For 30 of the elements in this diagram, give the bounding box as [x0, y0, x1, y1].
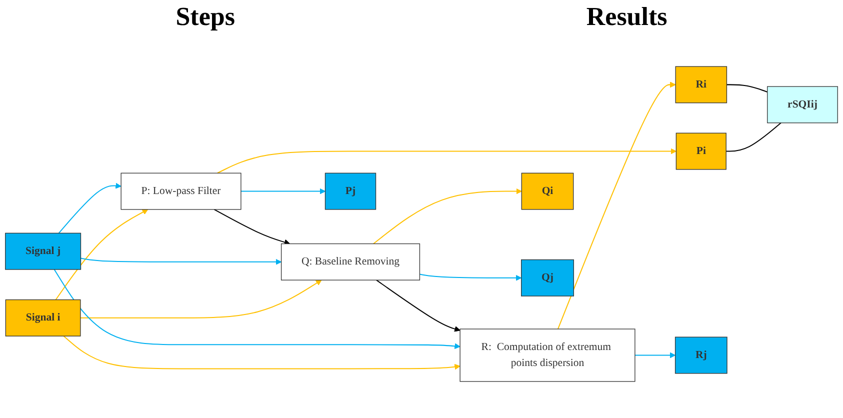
arrow [557, 82, 676, 330]
node-box: rSQIij [767, 86, 838, 124]
arrow [63, 336, 460, 370]
arrow [58, 182, 122, 234]
arrow [55, 209, 148, 300]
arrow [214, 209, 290, 246]
column-heading: Steps [176, 2, 235, 32]
node-box: Pi [676, 132, 726, 170]
node-box: Signal j [5, 232, 82, 270]
arrow [420, 274, 522, 281]
arrow [80, 280, 322, 318]
arrow [634, 352, 676, 358]
column-heading: Results [586, 2, 668, 32]
arrow [240, 188, 326, 194]
node-box: Qj [521, 259, 574, 296]
node-box: Ri [675, 66, 728, 104]
node-box: Qi [521, 172, 574, 210]
arrow [80, 258, 282, 265]
arrow [54, 269, 460, 350]
node-box: P: Low-pass Filter [120, 172, 242, 210]
connector [726, 84, 768, 92]
node-box: Pj [324, 172, 376, 210]
arrow [373, 188, 522, 244]
connector [726, 122, 782, 152]
node-box: Rj [674, 336, 728, 374]
node-box: R: Computation of extremum points dispersion [460, 328, 636, 382]
node-box: Signal i [5, 299, 81, 336]
node-box: Q: Baseline Removing [280, 243, 420, 280]
arrow [376, 280, 460, 332]
arrow [217, 148, 676, 174]
